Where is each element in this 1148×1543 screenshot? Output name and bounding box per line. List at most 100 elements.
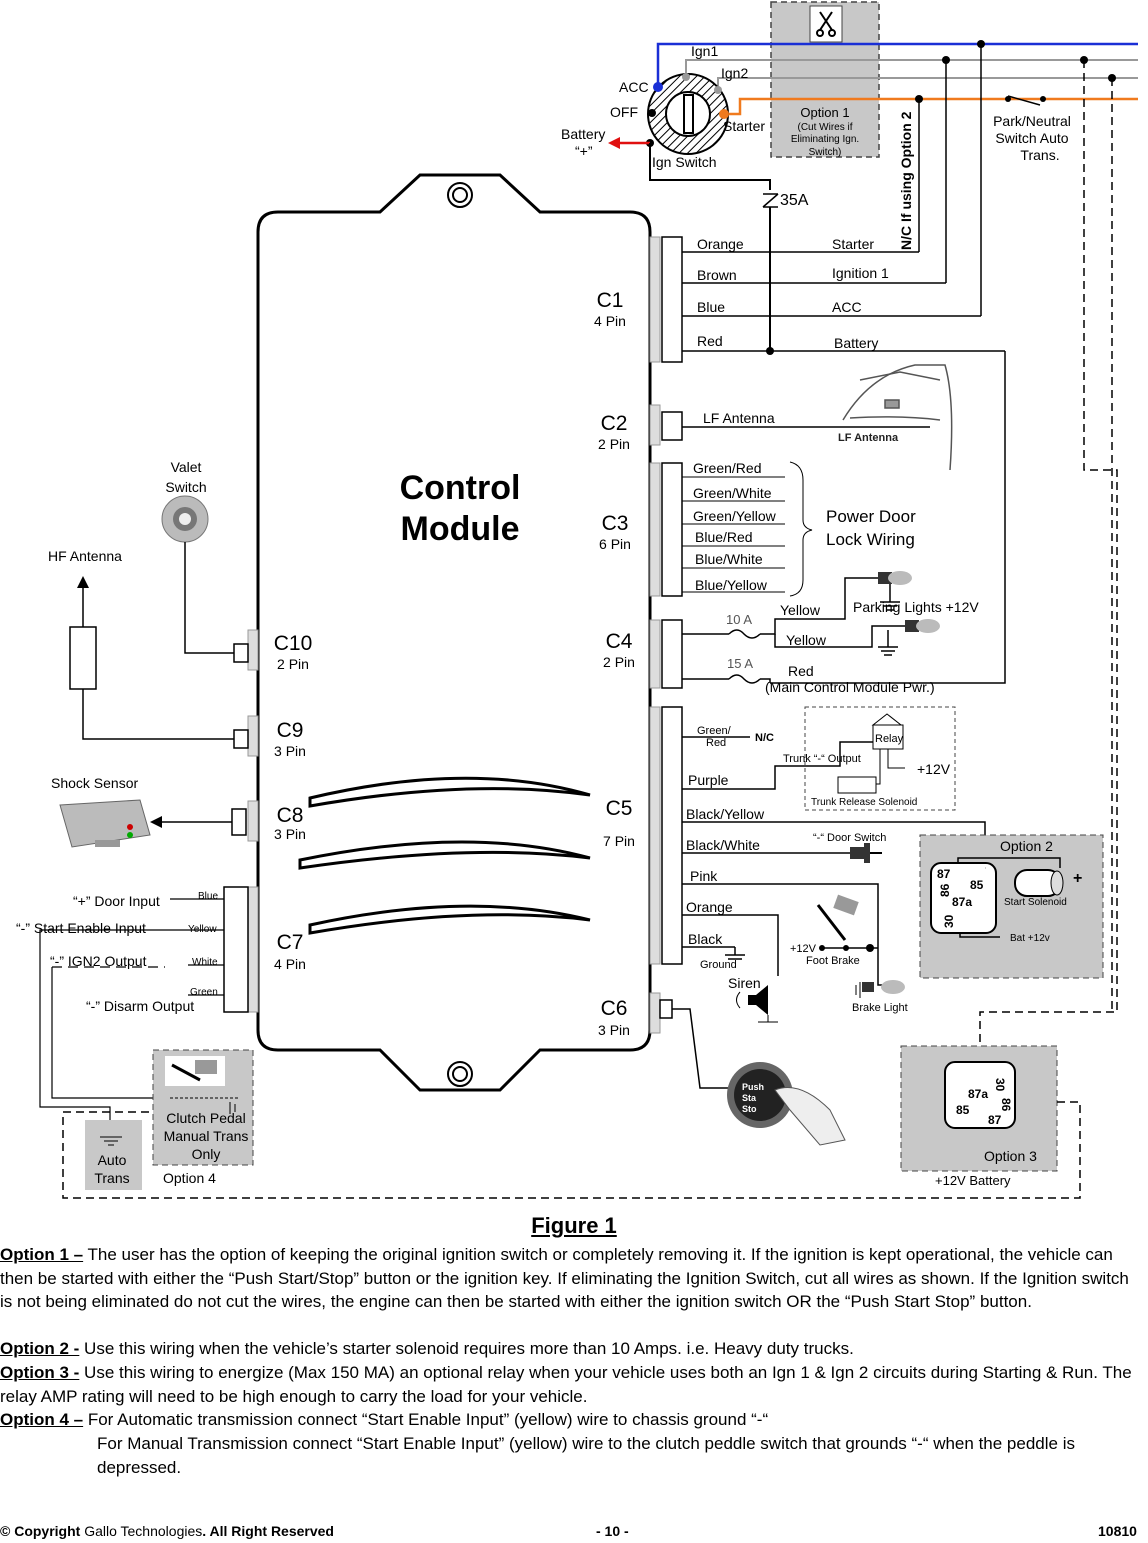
valet-label: Valet	[171, 459, 202, 475]
c7-color: Green	[190, 987, 218, 998]
park-neutral-label: Park/Neutral	[993, 113, 1071, 129]
right-connector-strips	[649, 236, 661, 1034]
c9-plug	[233, 729, 249, 749]
push-button-text: Sto	[742, 1104, 757, 1114]
trunk-solenoid-label: Trunk Release Solenoid	[811, 797, 917, 808]
option3-box-title: Option 3	[984, 1148, 1037, 1164]
option4-paragraph: Option 4 – For Automatic transmission co…	[0, 1408, 1140, 1432]
clutch-pedal-icon	[170, 1060, 240, 1114]
relay-pin: 87	[988, 1113, 1002, 1127]
arrow-up-icon	[77, 576, 89, 588]
starter-wire	[724, 97, 1138, 116]
connector-labels: C1 4 Pin C2 2 Pin C3 6 Pin C4 2 Pin C5 7…	[274, 289, 635, 1038]
c1-wire-labels: Orange Brown Blue Red Starter Ignition 1…	[697, 236, 889, 351]
connector-c2: C2	[601, 412, 628, 435]
module-title: Control	[400, 469, 521, 507]
connector-c9: C9	[277, 719, 304, 742]
relay-label: Relay	[875, 733, 904, 745]
c7-label: “-” Disarm Output	[86, 998, 194, 1014]
fuse-10a-label: 10 A	[726, 612, 752, 627]
arrow-left-icon	[608, 137, 620, 149]
bat-12v-label: Bat +12v	[1010, 933, 1050, 944]
starter-label: Starter	[723, 118, 765, 134]
c3-wire: Green/White	[693, 485, 772, 501]
door-switch-icon	[850, 843, 882, 863]
option1-label: Option 1 –	[0, 1245, 84, 1264]
connector-c3: C3	[602, 512, 629, 535]
c7-label: “-” Start Enable Input	[16, 920, 146, 936]
push-button-text: Push	[742, 1082, 764, 1092]
brake-light-icon	[855, 980, 905, 998]
c7-labels: “+” Door Input “-” Start Enable Input “-…	[16, 891, 218, 1014]
c3-wire: Blue/Red	[695, 529, 753, 545]
c3-wire: Green/Red	[693, 460, 761, 476]
c7-label: “-” IGN2 Output	[50, 953, 147, 969]
relay-pin: 30	[942, 914, 956, 928]
solenoid-plus: +	[1073, 870, 1082, 887]
start-solenoid-label: Start Solenoid	[1004, 897, 1067, 908]
lf-antenna-picture-label: LF Antenna	[838, 432, 899, 444]
footer-code: 10810	[1098, 1523, 1137, 1539]
c5-wire-orange: Orange	[686, 899, 733, 915]
nc-option2-label: N/C If using Option 2	[898, 111, 914, 250]
battery-label: Battery	[561, 126, 605, 142]
c1-plug	[661, 236, 683, 363]
relay-pin: 30	[993, 1078, 1007, 1092]
c1-wire-orange: Orange	[697, 236, 744, 252]
hf-antenna-body	[69, 626, 97, 690]
trunk-output-label: Trunk “-“ Output	[783, 753, 861, 765]
battery-12v-label: +12V Battery	[935, 1173, 1011, 1188]
c4-wire-red: Red	[788, 663, 814, 679]
relay-icon	[930, 862, 997, 934]
auto-trans-label: Trans	[94, 1170, 129, 1186]
clutch-label: Clutch Pedal	[166, 1110, 245, 1126]
option1-box-line: Switch)	[809, 147, 842, 158]
module-ribs	[298, 776, 591, 935]
c6-plug	[659, 999, 673, 1019]
bulb-icon	[878, 571, 940, 633]
c1-wire-red: Red	[697, 333, 723, 349]
module-title: Module	[401, 510, 520, 548]
auto-trans-label: Auto	[98, 1152, 127, 1168]
c3-wire: Green/Yellow	[693, 508, 777, 524]
c1-wire-brown: Brown	[697, 267, 737, 283]
c10-plug	[233, 643, 249, 663]
option4-text: For Automatic transmission connect “Star…	[83, 1410, 769, 1429]
figure-title: Figure 1	[531, 1213, 617, 1238]
connector-c5: C5	[606, 797, 633, 820]
relay-icon	[840, 713, 905, 785]
c4-plug	[661, 619, 683, 689]
power-door-label: Lock Wiring	[826, 530, 915, 549]
footer-page-number: - 10 -	[596, 1523, 629, 1539]
connector-c7: C7	[277, 931, 304, 954]
footer-rights: . All Right Reserved	[202, 1523, 334, 1539]
relay-pin: 86	[938, 883, 952, 897]
fuse-icon	[762, 193, 779, 208]
relay-pin: 87a	[968, 1087, 988, 1101]
connector-c6-pins: 3 Pin	[598, 1022, 630, 1038]
connector-c4-pins: 2 Pin	[603, 654, 635, 670]
power-door-label: Power Door	[826, 507, 916, 526]
scissors-icon	[816, 11, 836, 37]
relay-pin: 85	[956, 1103, 970, 1117]
siren-label: Siren	[728, 975, 761, 991]
fuse-35a-label: 35A	[780, 192, 809, 209]
option2-label: Option 2 -	[0, 1339, 80, 1358]
connector-c8: C8	[277, 804, 304, 827]
ign1-wire	[685, 59, 1138, 77]
arrow-left-icon	[150, 816, 162, 828]
connector-c1: C1	[597, 289, 624, 312]
foot-brake-12v: +12V	[790, 943, 817, 955]
c5-wire-pink: Pink	[690, 868, 718, 884]
connector-c6: C6	[601, 997, 628, 1020]
park-neutral-label: Switch Auto	[995, 130, 1068, 146]
connector-c10: C10	[274, 632, 313, 655]
c4-wire-yellow: Yellow	[786, 632, 827, 648]
connector-c10-pins: 2 Pin	[277, 656, 309, 672]
connector-c2-pins: 2 Pin	[598, 436, 630, 452]
brake-light-label: Brake Light	[852, 1002, 908, 1014]
copyright-symbol: © Copyright	[0, 1523, 81, 1539]
c7-label: “+” Door Input	[73, 893, 160, 909]
acc-label: ACC	[619, 79, 649, 95]
c7-color: Yellow	[188, 924, 217, 935]
